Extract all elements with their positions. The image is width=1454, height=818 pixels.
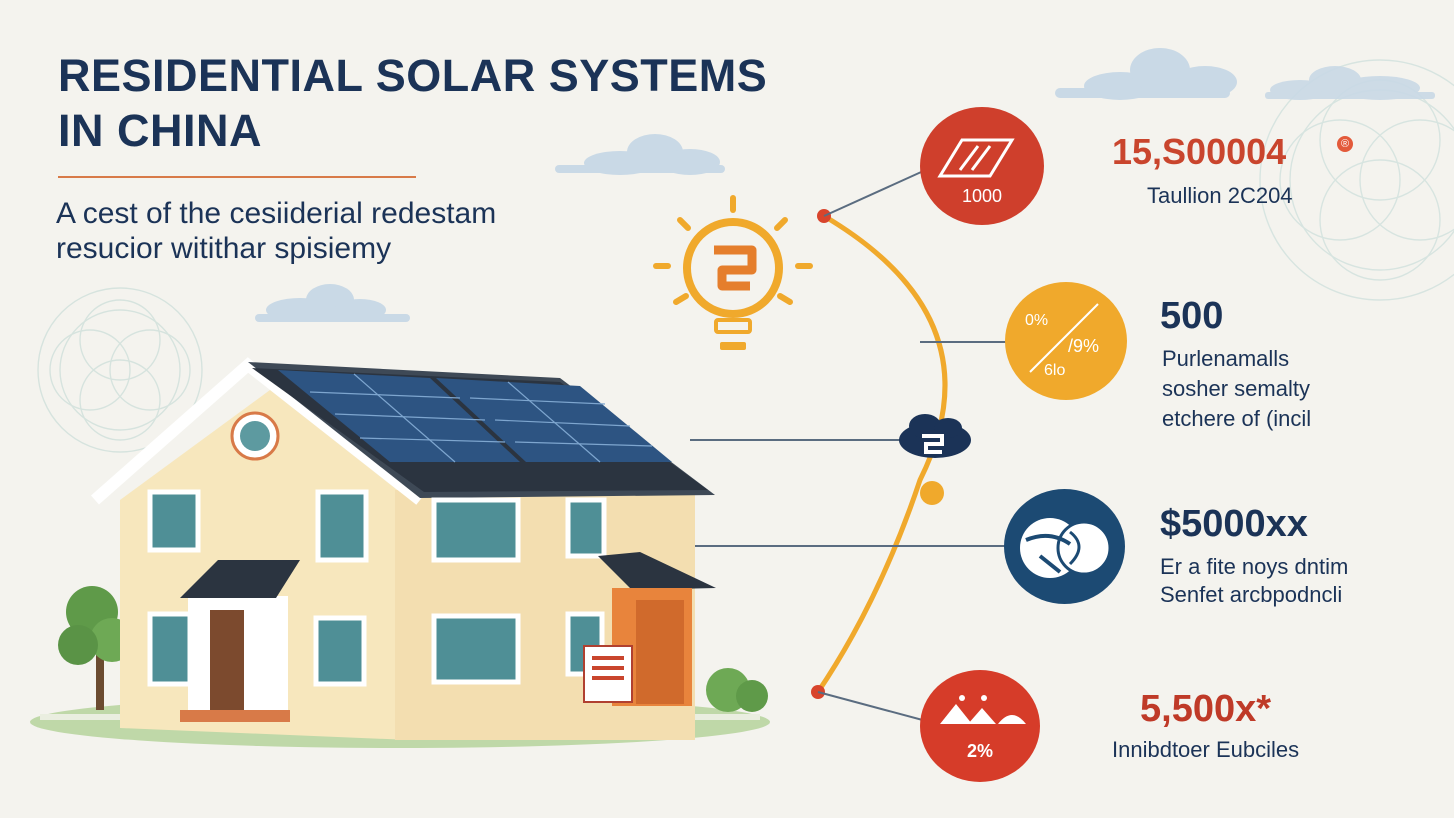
rosette-right-decoration [1259, 59, 1454, 301]
subtitle-line-2: resucior witithar spisiemy [56, 232, 392, 265]
stat-2-badge-top: 0% [1025, 312, 1049, 329]
stat-circle-4 [920, 670, 1040, 782]
stat-2-value: 500 [1160, 295, 1224, 337]
cloud-icon [1265, 66, 1435, 100]
stat-1-mark: ® [1337, 136, 1353, 152]
title-divider [58, 176, 416, 178]
stat-2-desc: Purlenamalls sosher semalty etchere of (… [1162, 344, 1311, 434]
stat-1-desc: Taullion 2C204 [1147, 183, 1293, 209]
stat-1-value: 15,S00004 [1112, 131, 1287, 172]
stat-3-desc-line-1: Er a fite noys dntim [1160, 554, 1349, 579]
stat-1-badge: 1000 [961, 186, 1003, 206]
stat-2-desc-line-1: Purlenamalls [1162, 346, 1290, 371]
stat-2-badge-bottom: 6lo [1044, 362, 1066, 379]
bush-icon [706, 668, 768, 712]
stat-2-desc-line-3: etchere of (incil [1162, 406, 1312, 431]
timeline-node [920, 481, 944, 505]
stat-4-desc-line: Innibdtoer Eubciles [1112, 737, 1300, 762]
connector-lines [690, 167, 1010, 723]
lightbulb-icon [653, 195, 813, 350]
cloud-icon [555, 134, 725, 175]
cloud-icon [1055, 48, 1237, 100]
stat-4-badge: 2% [966, 741, 993, 761]
stat-4-value: 5,500x* [1140, 688, 1272, 730]
page-subtitle: A cest of the cesiiderial redestam resuc… [56, 196, 676, 266]
cloud-icon [255, 284, 410, 322]
stat-1-desc-line: Taullion 2C204 [1147, 183, 1293, 208]
rosette-left-decoration [37, 287, 203, 453]
stat-2-badge-right: /9% [1068, 336, 1100, 356]
page-title: RESIDENTIAL SOLAR SYSTEMS IN CHINA [58, 48, 858, 158]
stat-2-desc-line-2: sosher semalty [1162, 376, 1310, 401]
stat-3-value: $5000xx [1160, 503, 1308, 545]
stat-3-desc-line-2: Senfet arcbpodncli [1160, 582, 1343, 607]
title-line-2: IN CHINA [58, 105, 262, 156]
stat-3-desc: Er a fite noys dntim Senfet arcbpodncli [1160, 553, 1348, 609]
cloud-badge-icon [899, 414, 971, 458]
stat-4-desc: Innibdtoer Eubciles [1112, 737, 1299, 763]
stat-circle-3 [1004, 489, 1125, 604]
timeline-arc [815, 213, 948, 694]
solar-panels [278, 370, 672, 463]
stat-circle-2 [1005, 282, 1127, 400]
stat-circle-1 [920, 107, 1044, 225]
title-line-1: RESIDENTIAL SOLAR SYSTEMS [58, 50, 768, 101]
subtitle-line-1: A cest of the cesiiderial redestam [56, 197, 497, 230]
house-illustration [91, 357, 716, 740]
